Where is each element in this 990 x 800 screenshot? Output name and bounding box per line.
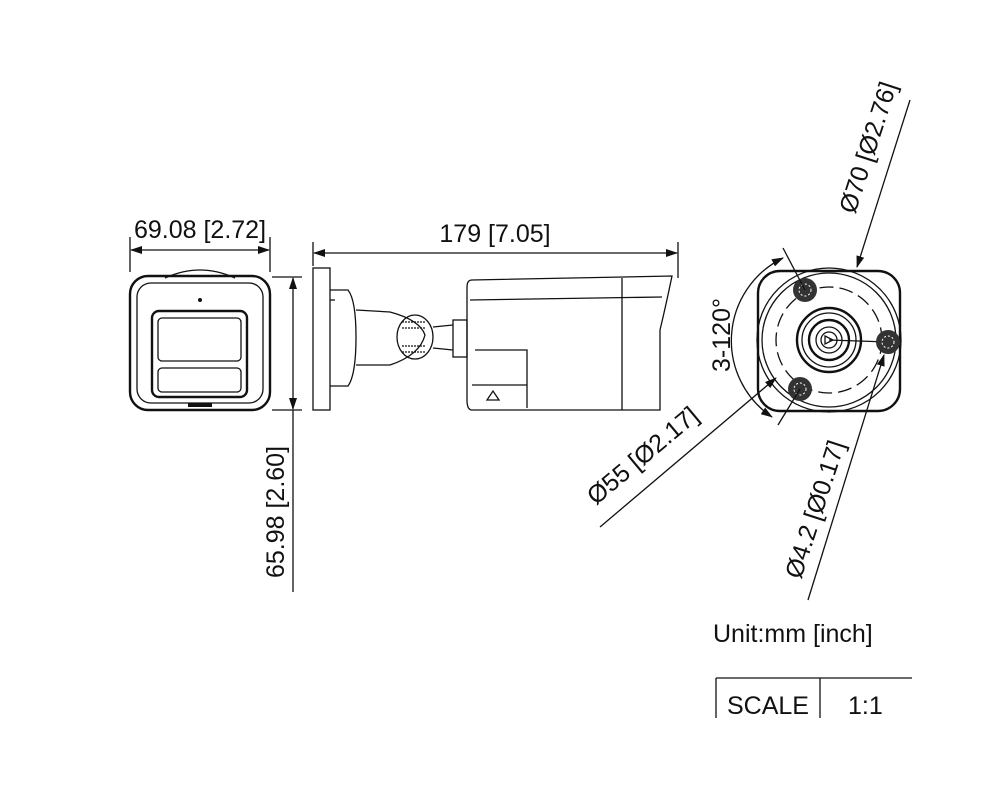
length-dimension: 179 [7.05] (312, 220, 679, 278)
outer-diameter-dimension: Ø70 [Ø2.76] (834, 78, 911, 268)
outer-diameter-label: Ø70 [Ø2.76] (834, 78, 903, 216)
unit-label: Unit:mm [inch] (713, 620, 873, 648)
scale-table: SCALE 1:1 (715, 677, 912, 720)
angle-label: 3-120° (708, 298, 736, 372)
rear-view (756, 267, 902, 413)
front-width-dimension: 69.08 [2.72] (129, 216, 271, 272)
front-width-label: 69.08 [2.72] (134, 216, 266, 244)
angle-dimension: 3-120° (708, 247, 806, 426)
front-view (128, 269, 272, 412)
height-dimension: 65.98 [2.60] (262, 276, 302, 592)
hole-circle-diameter-label: Ø55 [Ø2.17] (582, 401, 704, 510)
screw-hole (876, 330, 900, 354)
hole-diameter-label: Ø4.2 [Ø0.17] (780, 437, 851, 582)
scale-value: 1:1 (848, 692, 883, 720)
scale-label: SCALE (727, 692, 809, 720)
side-view (312, 267, 673, 411)
hole-circle-diameter-dimension: Ø55 [Ø2.17] (582, 377, 777, 528)
length-label: 179 [7.05] (439, 220, 550, 248)
height-label: 65.98 [2.60] (262, 446, 290, 578)
